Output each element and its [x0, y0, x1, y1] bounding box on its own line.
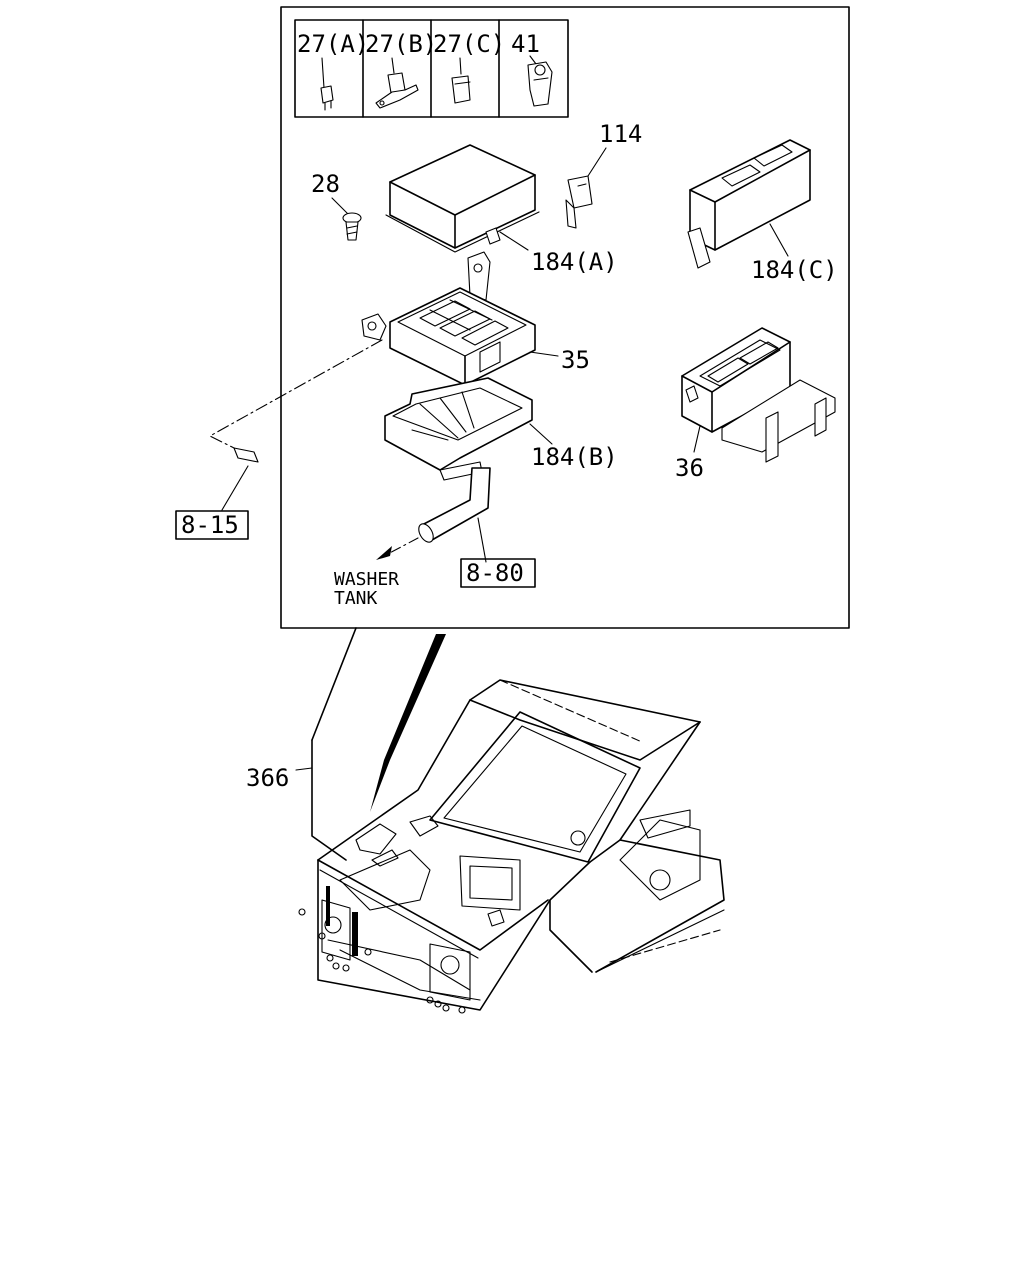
note-washer: WASHER — [334, 569, 399, 590]
detail-frame — [280, 6, 850, 629]
vehicle-front-body — [298, 679, 725, 1014]
fuse-box-body-35: 35 — [361, 251, 590, 386]
table-cell-27b: 27(B) — [365, 30, 437, 58]
frame-leader — [311, 627, 357, 741]
fusible-link-icon — [375, 57, 419, 109]
callout-184b: 184(B) — [531, 443, 618, 471]
fuse-box-cover-184c: 184(C) — [687, 139, 838, 284]
callout-184c: 184(C) — [751, 256, 838, 284]
note-tank: TANK — [334, 588, 378, 609]
ref-box-8-80 — [460, 558, 536, 588]
bolt-28: 28 — [311, 170, 362, 241]
fuse-box-cover-184a: 184(A) — [385, 144, 618, 276]
hood-edge — [370, 634, 446, 812]
connector-114: 114 — [565, 120, 642, 229]
fuse-box-36: 36 — [675, 327, 836, 482]
relay-clip-icon — [527, 55, 553, 107]
table-cell-41: 41 — [511, 30, 540, 58]
table-cell-27a: 27(A) — [297, 30, 369, 58]
ref-8-15: 8-15 — [181, 511, 239, 539]
table-cell-27c: 27(C) — [433, 30, 505, 58]
washer-hose — [376, 467, 491, 563]
callout-114: 114 — [599, 120, 642, 148]
ref-8-80: 8-80 — [466, 559, 524, 587]
callout-366: 366 — [246, 764, 289, 792]
bolt-leader — [209, 339, 383, 511]
callout-28: 28 — [311, 170, 340, 198]
ref-box-8-15 — [175, 510, 249, 540]
mini-fuse-icon — [320, 57, 334, 111]
fuse-box-tray-184b: 184(B) — [384, 377, 618, 481]
callout-35: 35 — [561, 346, 590, 374]
parts-table: 27(A) 27(B) 27(C) 41 — [294, 19, 569, 118]
cartridge-fuse-icon — [451, 57, 471, 104]
callout-184a: 184(A) — [531, 248, 618, 276]
callout-36: 36 — [675, 454, 704, 482]
